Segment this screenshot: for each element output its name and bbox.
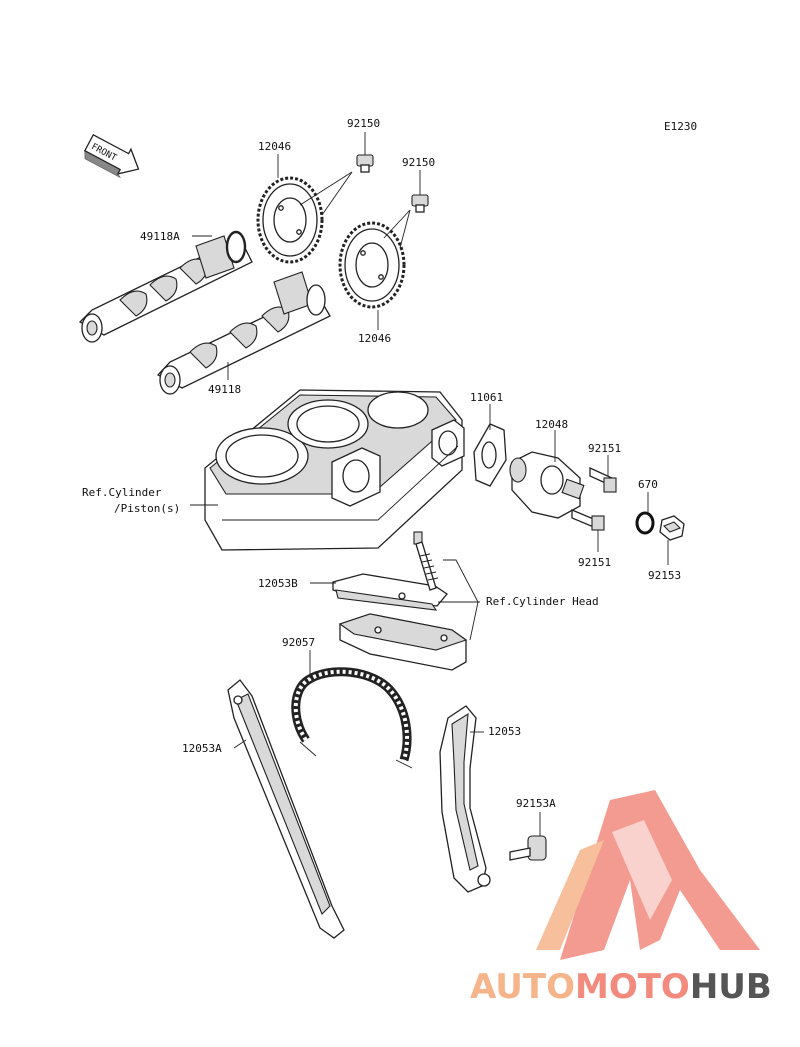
watermark-auto: AUTO xyxy=(470,967,575,1007)
guide-bolt xyxy=(413,531,439,591)
tensioner-12048 xyxy=(509,451,585,519)
watermark-hub: HUB xyxy=(690,967,772,1007)
chain-guide-12053B xyxy=(332,573,448,611)
sprocket-lower xyxy=(338,221,406,309)
chain-guide-12053 xyxy=(439,705,491,893)
label-12053: 12053 xyxy=(488,725,521,738)
label-12048: 12048 xyxy=(535,418,568,431)
label-92150-right: 92150 xyxy=(402,156,435,169)
svg-text:AUTOMOTOHUB: AUTOMOTOHUB xyxy=(470,967,772,1007)
bolt-92150-top xyxy=(356,154,374,173)
bolt-92153A xyxy=(509,835,547,861)
watermark-moto: MOTO xyxy=(575,967,690,1007)
camshaft-intake xyxy=(156,271,331,395)
diagram-code: E1230 xyxy=(664,120,697,133)
bolt-92151-bottom xyxy=(571,509,605,531)
timing-chain-92057 xyxy=(291,667,413,769)
front-arrow-icon: FRONT xyxy=(83,133,140,178)
label-92153: 92153 xyxy=(648,569,681,582)
chain-guide-holder xyxy=(338,613,468,671)
chain-guide-12053A xyxy=(227,679,345,939)
label-92151-bottom: 92151 xyxy=(578,556,611,569)
part-labels: 92150 92150 12046 12046 49118A 49118 110… xyxy=(82,117,681,810)
cap-bolt-92153 xyxy=(659,515,685,541)
label-12046-top: 12046 xyxy=(258,140,291,153)
bolt-92150-right xyxy=(411,194,429,213)
label-92153A: 92153A xyxy=(516,797,556,810)
label-670: 670 xyxy=(638,478,658,491)
label-92057: 92057 xyxy=(282,636,315,649)
label-11061: 11061 xyxy=(470,391,503,404)
bolt-92151-top xyxy=(589,466,617,493)
o-ring-670 xyxy=(635,511,655,535)
cylinder-block xyxy=(204,389,465,551)
label-ref-cylinder: Ref.Cylinder xyxy=(82,486,162,499)
camshaft-exhaust xyxy=(78,230,253,343)
label-12053B: 12053B xyxy=(258,577,298,590)
label-49118: 49118 xyxy=(208,383,241,396)
watermark-text: AUTOMOTOHUB xyxy=(470,967,772,1007)
gasket-11061 xyxy=(473,423,507,487)
label-ref-piston: /Piston(s) xyxy=(114,502,180,515)
label-49118A: 49118A xyxy=(140,230,180,243)
label-ref-cylinder-head: Ref.Cylinder Head xyxy=(486,595,599,608)
label-92150-top: 92150 xyxy=(347,117,380,130)
label-92151-top: 92151 xyxy=(588,442,621,455)
sprocket-upper xyxy=(256,176,324,264)
leader-lines xyxy=(190,132,669,836)
label-12053A: 12053A xyxy=(182,742,222,755)
watermark-logo xyxy=(536,790,760,960)
label-12046-bottom: 12046 xyxy=(358,332,391,345)
